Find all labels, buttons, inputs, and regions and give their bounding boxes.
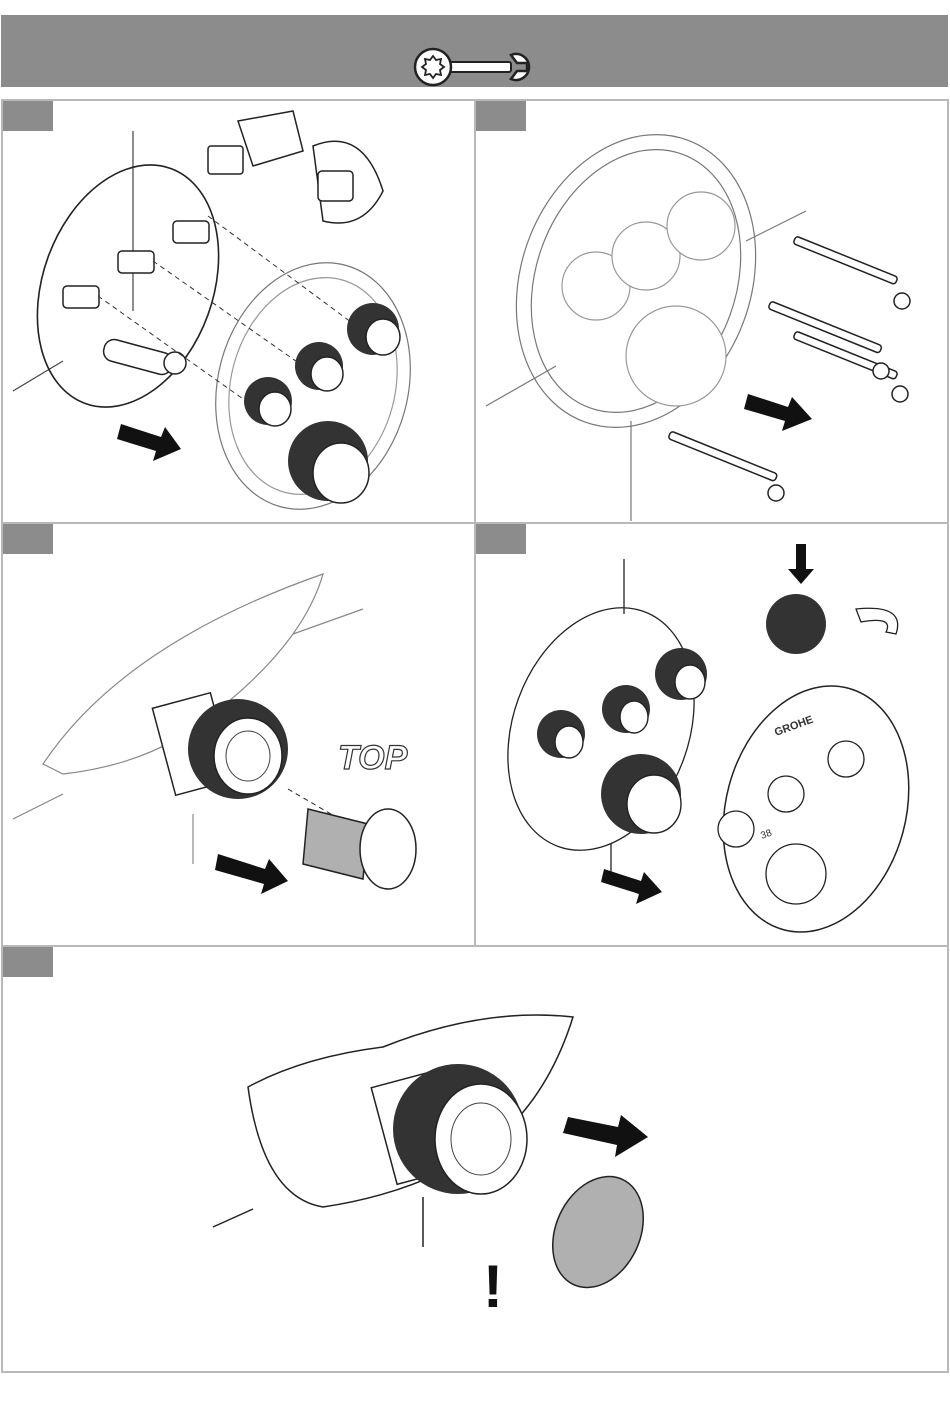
wrench-icon	[411, 45, 541, 89]
mounting-screws-illustration	[476, 101, 949, 524]
step-3-panel: TOP	[1, 522, 476, 947]
top-label: TOP	[338, 739, 408, 777]
cap-install-illustration: !	[3, 947, 949, 1373]
warning-mark: !	[483, 1253, 503, 1320]
trim-plate-illustration: GROHE 38	[476, 524, 949, 947]
step-4-panel: GROHE 38	[474, 522, 949, 947]
cartridge-insert-illustration: TOP	[3, 524, 476, 947]
step-5-panel: !	[1, 945, 949, 1373]
tool-header	[1, 15, 948, 87]
wall-valve-illustration	[3, 101, 476, 524]
step-2-panel	[474, 99, 949, 524]
step-1-panel	[1, 99, 476, 524]
